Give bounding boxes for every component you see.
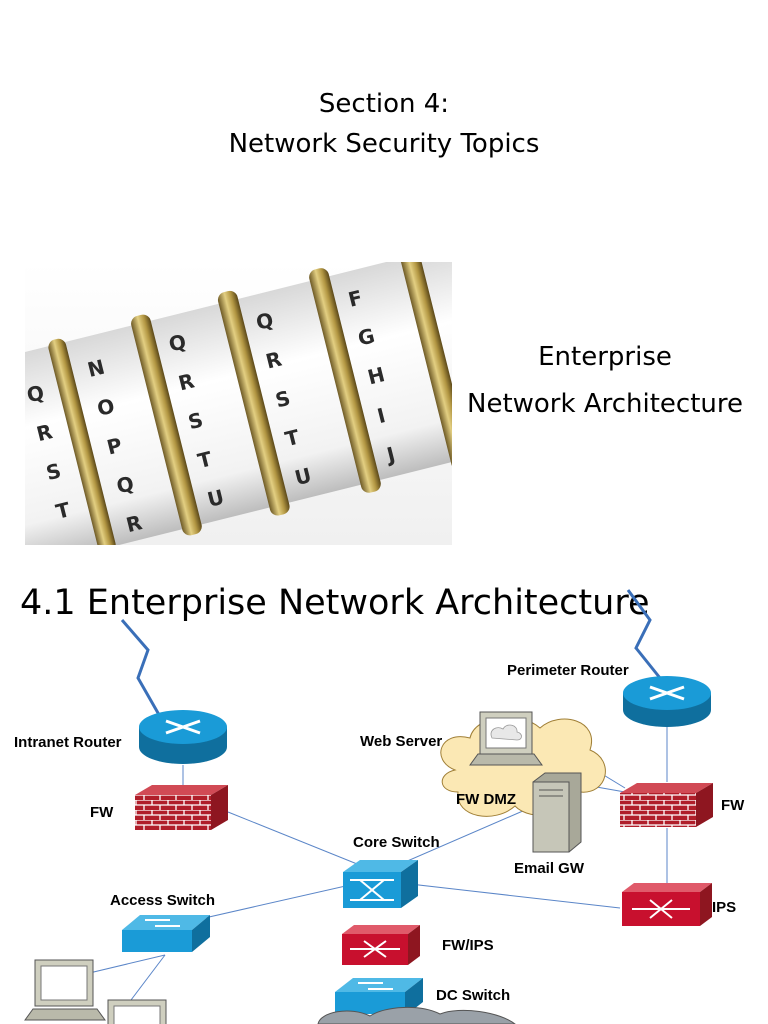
side-title: Enterprise Network Architecture bbox=[452, 334, 758, 428]
core-switch-label: Core Switch bbox=[353, 834, 440, 851]
email-gw-label: Email GW bbox=[514, 860, 585, 877]
fw-ips-icon bbox=[342, 925, 420, 965]
web-server-label: Web Server bbox=[360, 733, 442, 750]
svg-text:R: R bbox=[124, 510, 145, 537]
svg-text:S: S bbox=[186, 407, 206, 434]
svg-text:R: R bbox=[176, 368, 197, 395]
dc-switch-label: DC Switch bbox=[436, 987, 510, 1004]
svg-text:O: O bbox=[95, 393, 117, 420]
core-switch-icon bbox=[343, 860, 418, 908]
fw-left-label: FW bbox=[90, 804, 114, 821]
svg-text:H: H bbox=[365, 362, 387, 389]
ips-label: IPS bbox=[712, 899, 736, 916]
svg-text:Q: Q bbox=[166, 329, 188, 356]
section-topic: Network Security Topics bbox=[228, 129, 540, 159]
svg-text:N: N bbox=[85, 355, 107, 382]
perimeter-router-label: Perimeter Router bbox=[507, 662, 629, 679]
svg-text:S: S bbox=[273, 386, 293, 413]
perimeter-router-icon bbox=[623, 676, 711, 727]
dc-switch-icon bbox=[335, 978, 423, 1016]
pc-icon bbox=[24, 959, 106, 1021]
fw-ips-label: FW/IPS bbox=[442, 937, 494, 954]
svg-text:T: T bbox=[283, 425, 302, 452]
firewall-icon bbox=[620, 783, 713, 827]
svg-text:Q: Q bbox=[25, 380, 47, 407]
intranet-router-label: Intranet Router bbox=[14, 734, 122, 751]
section-number: Section 4: bbox=[318, 89, 450, 119]
intranet-router-icon bbox=[139, 710, 227, 764]
network-diagram: Perimeter Router Intranet Router Web Ser… bbox=[14, 589, 745, 1024]
access-switch-label: Access Switch bbox=[110, 892, 215, 909]
svg-text:S: S bbox=[44, 458, 64, 485]
svg-text:P: P bbox=[104, 433, 124, 460]
svg-text:F: F bbox=[346, 285, 365, 312]
fw-right-label: FW bbox=[721, 797, 745, 814]
web-server-icon bbox=[469, 711, 543, 766]
side-title-line1: Enterprise bbox=[538, 342, 672, 372]
side-title-line2: Network Architecture bbox=[467, 389, 743, 419]
svg-text:U: U bbox=[292, 463, 314, 490]
svg-text:T: T bbox=[53, 497, 72, 524]
fw-dmz-label: FW DMZ bbox=[456, 791, 516, 808]
svg-text:G: G bbox=[355, 323, 377, 350]
svg-text:U: U bbox=[205, 485, 227, 512]
firewall-icon bbox=[135, 785, 228, 830]
access-switch-icon bbox=[122, 915, 210, 952]
svg-text:Q: Q bbox=[114, 471, 136, 498]
svg-text:T: T bbox=[195, 446, 214, 473]
section-title: Section 4: Network Security Topics bbox=[0, 84, 768, 164]
data-center-cloud-icon bbox=[317, 1006, 516, 1024]
email-gateway-icon bbox=[532, 772, 582, 853]
svg-text:Q: Q bbox=[254, 307, 276, 334]
ips-icon bbox=[622, 883, 712, 926]
pc-icon bbox=[107, 999, 167, 1024]
svg-text:R: R bbox=[263, 347, 284, 374]
slide-heading: 4.1 Enterprise Network Architecture bbox=[20, 583, 650, 623]
svg-text:R: R bbox=[34, 419, 55, 446]
